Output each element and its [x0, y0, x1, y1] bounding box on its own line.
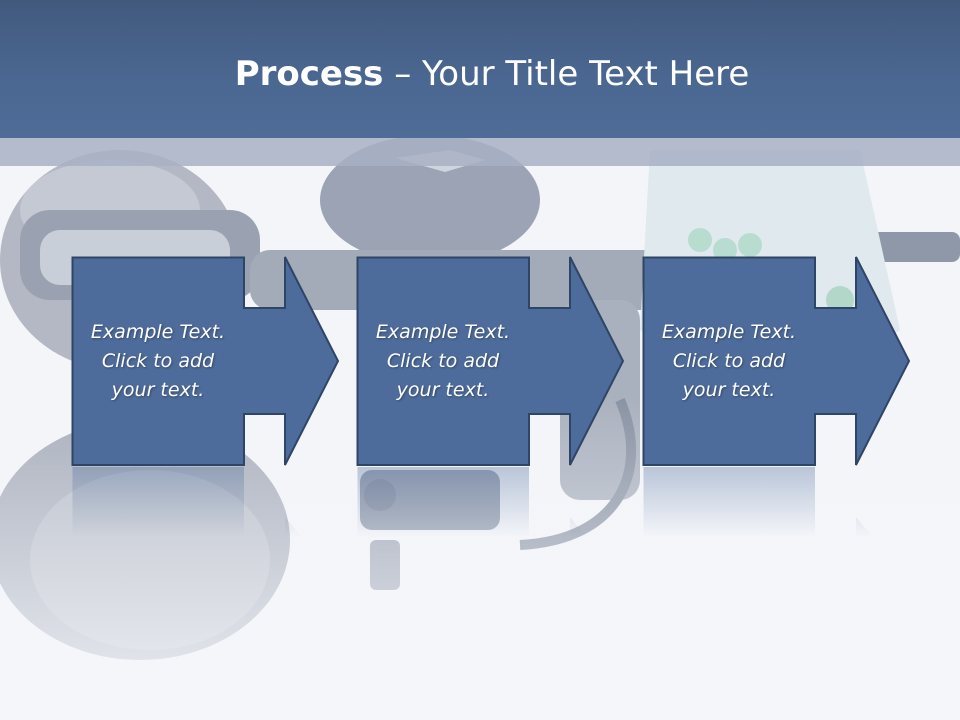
process-step-2[interactable]: Example Text. Click to add your text. — [356, 256, 627, 537]
slide-title[interactable]: Process – Your Title Text Here — [0, 52, 960, 96]
process-step-3[interactable]: Example Text. Click to add your text. — [642, 256, 913, 537]
title-bar — [0, 0, 960, 138]
step-1-shape — [71, 256, 340, 537]
step-2-shape — [356, 256, 625, 537]
title-bold: Process — [234, 54, 384, 94]
title-rest: – Your Title Text Here — [383, 54, 750, 94]
title-underline-strip — [0, 138, 960, 166]
step-2-text: Example Text. Click to add your text. — [375, 320, 511, 401]
step-3-shape — [642, 256, 911, 537]
process-step-1[interactable]: Example Text. Click to add your text. — [71, 256, 342, 537]
step-1-text: Example Text. Click to add your text. — [90, 320, 226, 401]
step-3-text: Example Text. Click to add your text. — [661, 320, 797, 401]
